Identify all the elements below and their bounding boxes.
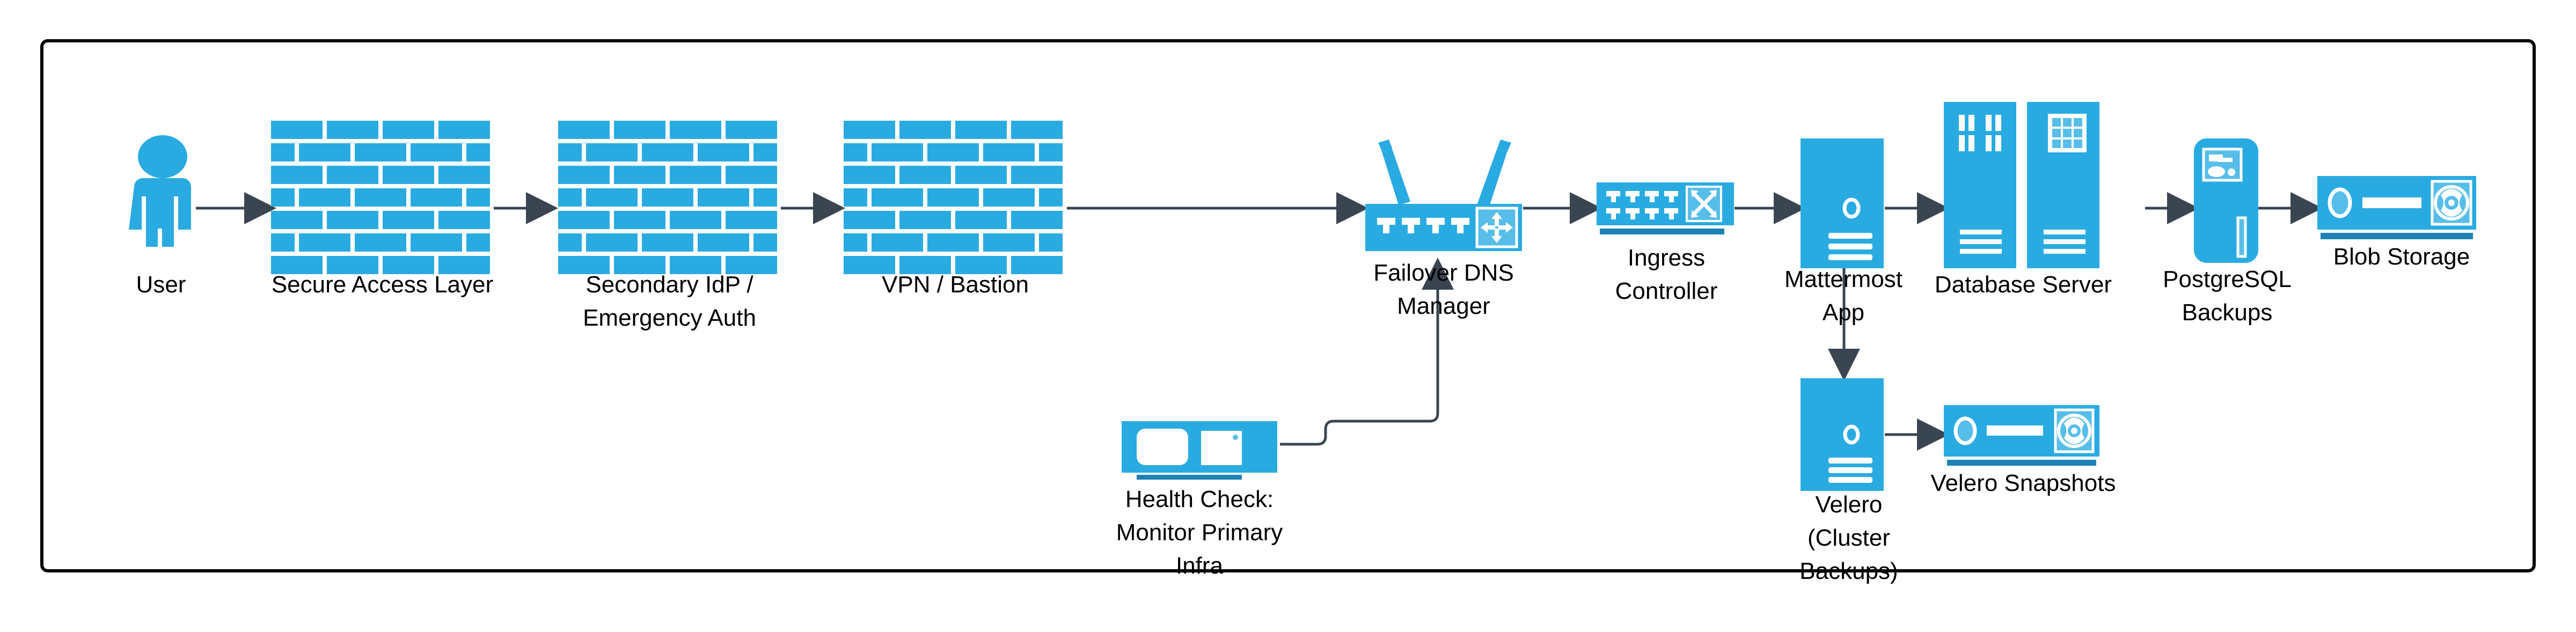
- monitor-panel-icon: [1122, 421, 1277, 480]
- wireless-router-icon: [1365, 139, 1522, 251]
- firewall-brick-wall-icon: [844, 121, 1063, 274]
- node-label-mattermost-app: Mattermost App: [1784, 266, 1903, 326]
- architecture-boundary: [40, 39, 2536, 572]
- node-label-postgresql-backups: PostgreSQL Backups: [2163, 266, 2292, 326]
- node-user[interactable]: [122, 134, 203, 278]
- node-velero[interactable]: [1801, 378, 1884, 494]
- firewall-brick-wall-icon: [558, 121, 777, 274]
- edge-health-check-to-failover-dns: [1280, 258, 1454, 446]
- node-label-vpn-bastion: VPN / Bastion: [882, 271, 1029, 298]
- node-label-failover-dns-manager: Failover DNS Manager: [1373, 260, 1514, 319]
- tower-server-icon: [1801, 138, 1884, 268]
- node-label-health-check: Health Check: Monitor Primary Infra: [1116, 486, 1283, 579]
- node-database-server[interactable]: [1944, 102, 2099, 271]
- node-blob-storage[interactable]: [2317, 176, 2476, 248]
- node-label-velero-snapshots: Velero Snapshots: [1930, 470, 2116, 496]
- node-mattermost-app[interactable]: [1801, 138, 1884, 271]
- network-switch-icon: [1597, 182, 1734, 234]
- node-label-secondary-idp: Secondary IdP / Emergency Auth: [583, 271, 756, 331]
- user-person-icon: [129, 135, 191, 278]
- node-label-secure-access-layer: Secure Access Layer: [271, 271, 494, 298]
- node-secure-access-layer[interactable]: [271, 121, 494, 279]
- tower-server-icon: [1801, 378, 1884, 491]
- node-failover-dns-manager[interactable]: [1363, 138, 1524, 266]
- node-health-check[interactable]: [1122, 421, 1277, 484]
- firewall-brick-wall-icon: [271, 121, 490, 274]
- node-velero-snapshots[interactable]: [1944, 405, 2099, 473]
- node-postgresql-backups[interactable]: [2194, 138, 2258, 266]
- node-label-database-server: Database Server: [1934, 271, 2112, 298]
- backup-tower-icon: [2194, 138, 2258, 263]
- node-label-ingress-controller: Ingress Controller: [1615, 245, 1718, 304]
- disk-storage-icon: [1944, 405, 2099, 466]
- node-label-blob-storage: Blob Storage: [2333, 244, 2470, 270]
- node-label-velero: Velero (Cluster Backups): [1799, 491, 1898, 584]
- disk-storage-icon: [2317, 176, 2476, 239]
- node-ingress-controller[interactable]: [1597, 182, 1734, 245]
- node-secondary-idp[interactable]: [558, 121, 781, 279]
- database-rack-icon: [1944, 102, 2099, 268]
- node-label-user: User: [136, 271, 186, 298]
- node-vpn-bastion[interactable]: [844, 121, 1066, 279]
